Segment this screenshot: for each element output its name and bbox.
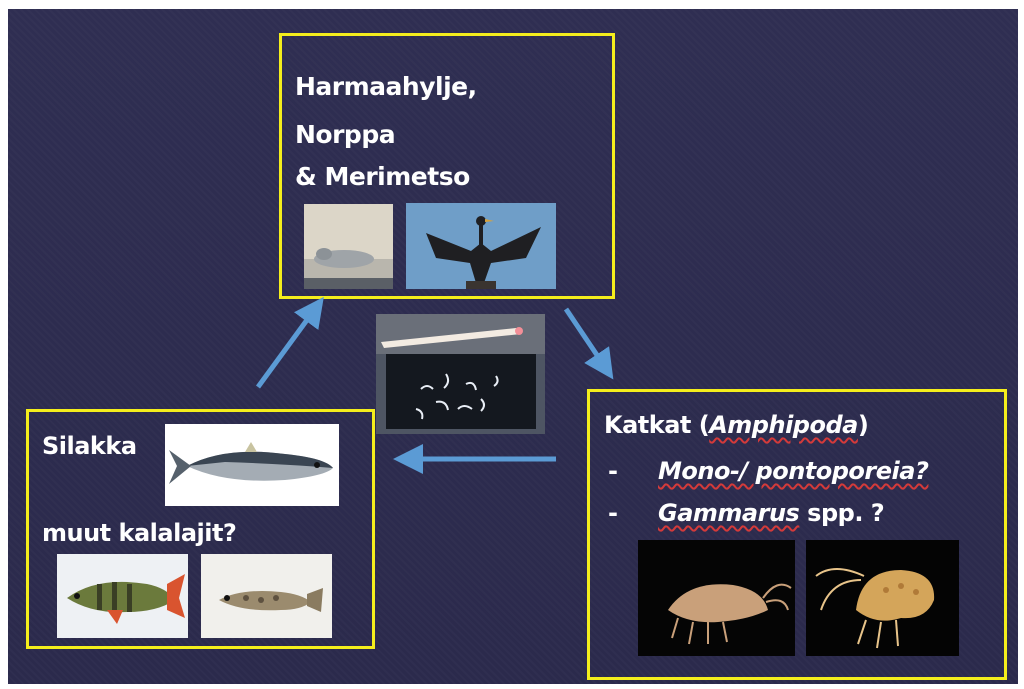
slide: Harmaahylje, Norppa & Merimetso [8,9,1018,684]
cycle-arrows [8,9,1018,684]
arrow-fish-to-predators [258,309,315,387]
arrow-predators-to-amphipods [566,309,605,367]
